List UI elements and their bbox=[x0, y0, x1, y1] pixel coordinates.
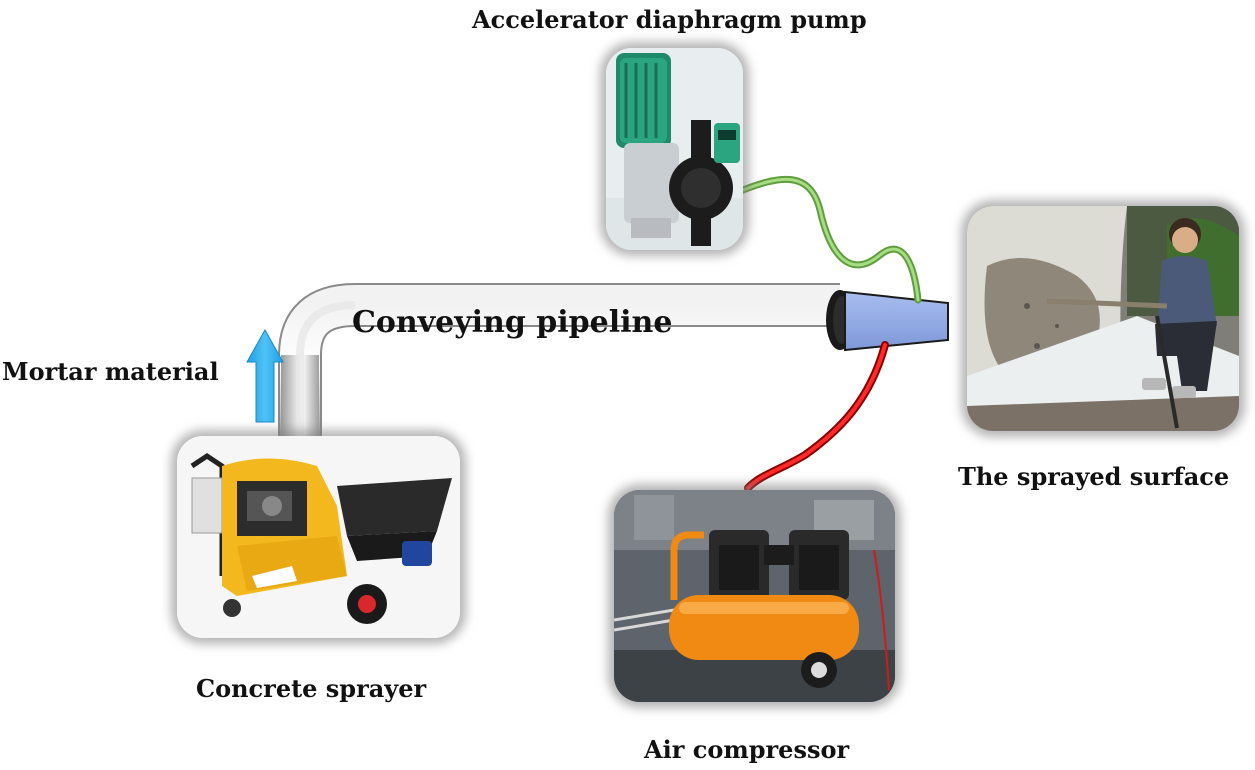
sprayed-surface-photo bbox=[967, 206, 1239, 431]
diaphragm-pump-photo bbox=[606, 48, 743, 250]
air-hose bbox=[744, 341, 889, 492]
mortar-label: Mortar material bbox=[2, 357, 219, 386]
diaphragm-pump-image bbox=[606, 48, 743, 250]
surface-label: The sprayed surface bbox=[958, 462, 1230, 491]
pipeline-label: Conveying pipeline bbox=[352, 305, 673, 340]
air-compressor-photo bbox=[614, 490, 895, 702]
air-compressor-image bbox=[614, 490, 895, 702]
concrete-sprayer-image bbox=[177, 436, 460, 638]
concrete-sprayer-photo bbox=[177, 436, 460, 638]
mortar-arrow-icon bbox=[246, 328, 284, 423]
sprayer-label: Concrete sprayer bbox=[196, 674, 427, 703]
pump-label: Accelerator diaphragm pump bbox=[472, 5, 867, 34]
spray-nozzle bbox=[844, 290, 949, 352]
compressor-label: Air compressor bbox=[644, 735, 850, 764]
sprayed-surface-image bbox=[967, 206, 1239, 431]
